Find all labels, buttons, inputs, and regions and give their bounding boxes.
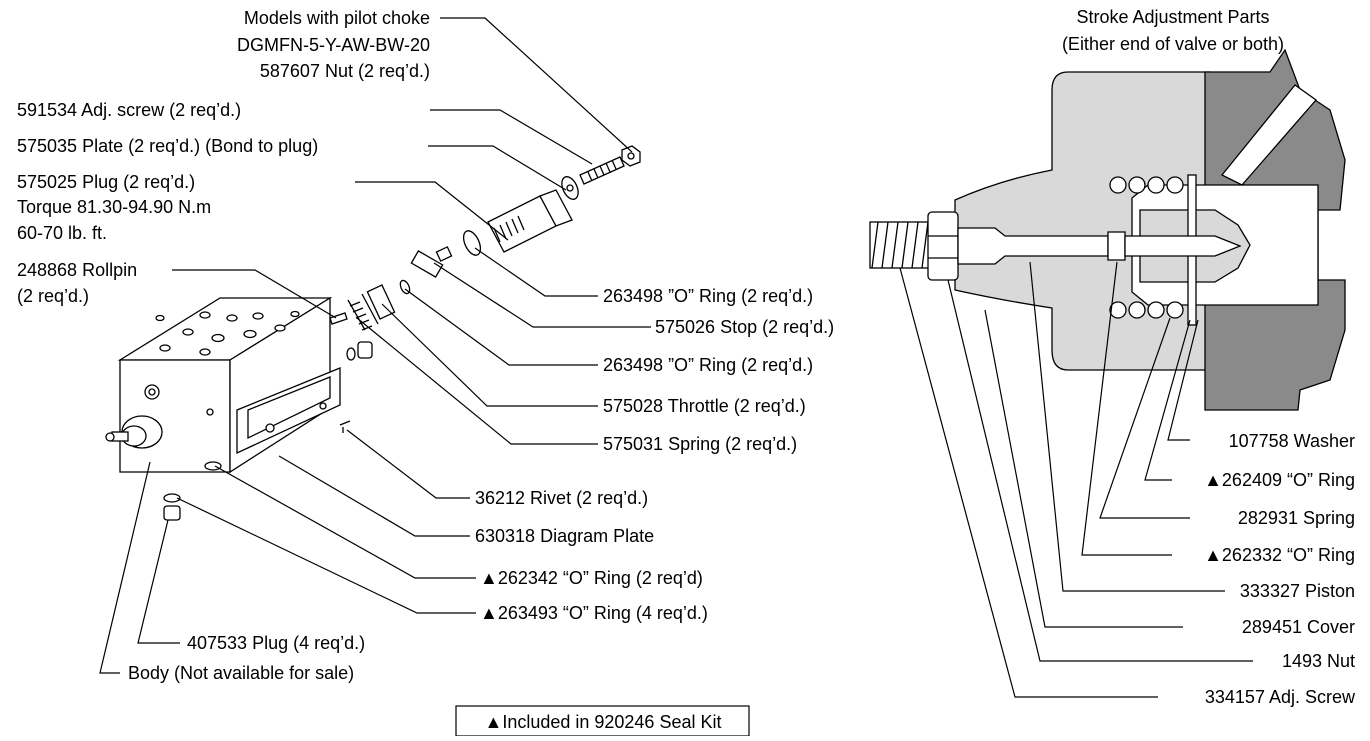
leader-lines-right (899, 261, 1253, 698)
label-pilot-choke-1: Models with pilot choke (244, 8, 430, 28)
label-plug-3: 60-70 lb. ft. (17, 223, 107, 243)
stroke-adjustment-view: Stroke Adjustment Parts (Either end of v… (869, 7, 1356, 707)
label-o-ring-2: 263498 ”O” Ring (2 req’d.) (603, 355, 813, 375)
label-o-ring-262332: ▲262332 “O” Ring (1204, 545, 1355, 565)
label-o-ring-262342: ▲262342 “O” Ring (2 req’d) (480, 568, 703, 588)
diagram-plate-drawing (236, 367, 341, 455)
callout-labels-right: 107758 Washer ▲262409 “O” Ring 282931 Sp… (1204, 431, 1356, 707)
seal-kit-note: ▲Included in 920246 Seal Kit (455, 705, 750, 737)
label-plug-1: 575025 Plug (2 req’d.) (17, 172, 195, 192)
label-body: Body (Not available for sale) (128, 663, 354, 683)
label-cover: 289451 Cover (1242, 617, 1355, 637)
label-piston: 333327 Piston (1240, 581, 1355, 601)
section-title-1: Stroke Adjustment Parts (1076, 7, 1269, 27)
section-title-2: (Either end of valve or both) (1062, 34, 1284, 54)
label-rollpin-1: 248868 Rollpin (17, 260, 137, 280)
label-adj-screw: 591534 Adj. screw (2 req’d.) (17, 100, 241, 120)
callout-labels-left: Models with pilot choke DGMFN-5-Y-AW-BW-… (17, 8, 834, 683)
label-plate: 575035 Plate (2 req’d.) (Bond to plug) (17, 136, 318, 156)
seal-kit-note-text: ▲Included in 920246 Seal Kit (485, 712, 722, 732)
label-o-ring-262409: ▲262409 “O” Ring (1204, 470, 1355, 490)
label-spring-282931: 282931 Spring (1238, 508, 1355, 528)
label-plug-2: Torque 81.30-94.90 N.m (17, 197, 211, 217)
label-spring: 575031 Spring (2 req’d.) (603, 434, 797, 454)
label-pilot-choke-2: DGMFN-5-Y-AW-BW-20 (237, 35, 430, 55)
leader-lines-left (99, 17, 651, 674)
label-o-ring-1: 263498 ”O” Ring (2 req’d.) (603, 286, 813, 306)
exploded-view: Models with pilot choke DGMFN-5-Y-AW-BW-… (17, 8, 834, 737)
label-washer: 107758 Washer (1229, 431, 1355, 451)
valve-body-drawing (105, 296, 333, 474)
label-diagram-plate: 630318 Diagram Plate (475, 526, 654, 546)
label-adj-screw-334157: 334157 Adj. Screw (1205, 687, 1356, 707)
section-drawing (869, 48, 1346, 411)
label-rollpin-2: (2 req’d.) (17, 286, 89, 306)
label-pilot-choke-3: 587607 Nut (2 req’d.) (260, 61, 430, 81)
label-o-ring-263493: ▲263493 “O” Ring (4 req’d.) (480, 603, 708, 623)
label-plug-407533: 407533 Plug (4 req’d.) (187, 633, 365, 653)
label-nut: 1493 Nut (1282, 651, 1355, 671)
label-stop: 575026 Stop (2 req’d.) (655, 317, 834, 337)
label-rivet: 36212 Rivet (2 req’d.) (475, 488, 648, 508)
label-throttle: 575028 Throttle (2 req’d.) (603, 396, 806, 416)
